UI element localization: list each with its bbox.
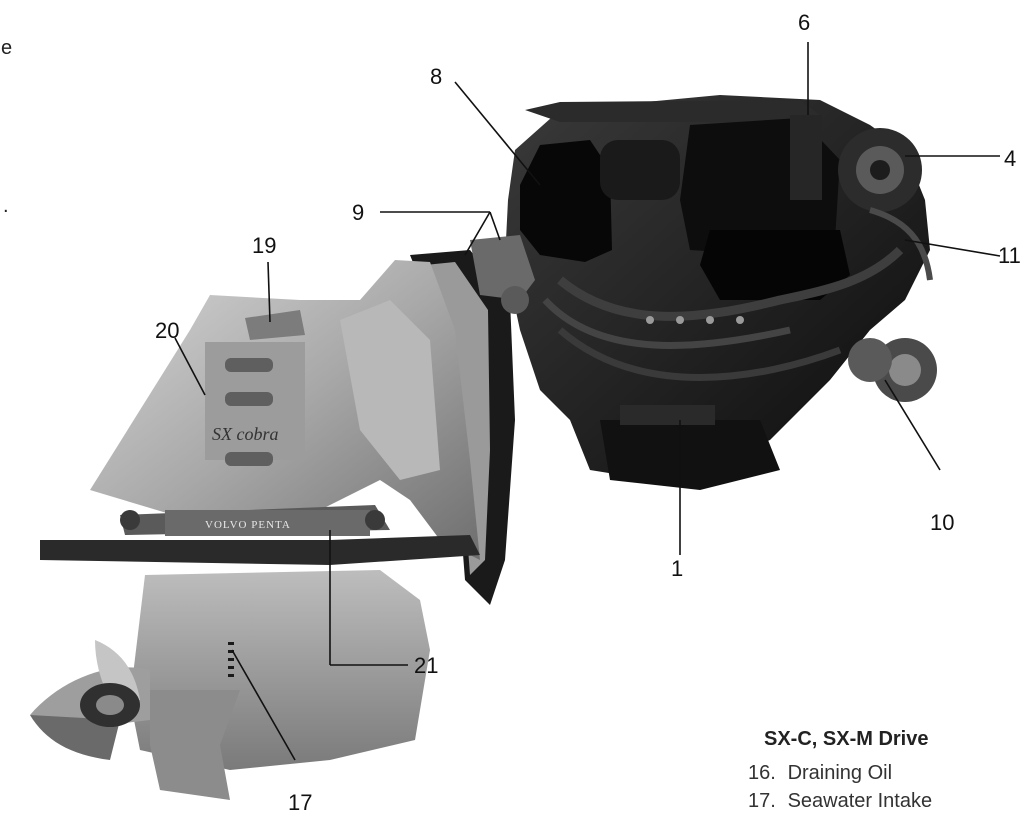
lower-unit	[30, 570, 430, 800]
callout-8: 8	[430, 64, 443, 89]
callout-21: 21	[414, 653, 439, 678]
callout-4: 4	[1004, 146, 1017, 171]
callout-1: 1	[671, 556, 684, 581]
leader-lines	[174, 42, 1001, 761]
legend-item: 16. Draining Oil	[748, 759, 1027, 787]
callout-11: 11	[998, 243, 1021, 268]
cut-off-text: e	[1, 37, 13, 59]
drive-unit: SX cobra VOLVO PENTA	[40, 260, 480, 565]
callout-20: 20	[155, 318, 180, 343]
legend-item-number: 16.	[748, 762, 776, 784]
cut-off-dot: .	[3, 195, 9, 217]
legend-item-label: Seawater Intake	[787, 790, 933, 812]
callout-19: 19	[252, 233, 277, 258]
brand-plate-text: VOLVO PENTA	[205, 519, 291, 531]
legend-title: SX-C, SX-M Drive	[764, 728, 929, 750]
legend: SX-C, SX-M Drive 16. Draining Oil 17. Se…	[748, 728, 1027, 815]
callout-6: 6	[798, 10, 811, 35]
legend-item: 17. Seawater Intake	[748, 787, 1027, 815]
legend-item-label: Draining Oil	[787, 762, 893, 784]
drive-model-text: SX cobra	[212, 424, 279, 444]
callout-9: 9	[352, 200, 365, 225]
callout-17: 17	[288, 790, 313, 815]
legend-item-number: 17.	[748, 790, 776, 812]
callout-10: 10	[930, 510, 955, 535]
engine-block	[505, 95, 937, 490]
